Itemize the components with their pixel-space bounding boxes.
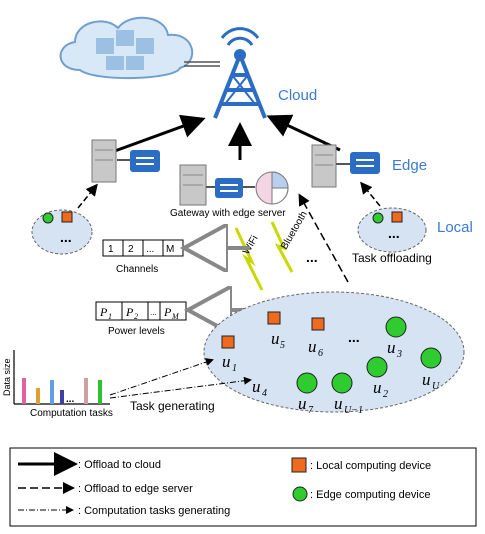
left-router-icon (130, 150, 160, 172)
legend-offload-edge: : Offload to edge server (78, 483, 193, 495)
task-gen-arrow-1 (109, 358, 214, 396)
svg-text:P: P (125, 305, 134, 319)
svg-text:u: u (422, 370, 431, 389)
wifi-label: WiFi (241, 234, 261, 257)
svg-text:U−1: U−1 (344, 405, 363, 416)
task-generating-label: Task generating (130, 399, 215, 413)
svg-text:P: P (99, 305, 108, 319)
pie-chart-icon (255, 171, 289, 205)
svg-text:...: ... (306, 249, 318, 265)
svg-text:...: ... (146, 244, 154, 255)
arrow-left-to-cloud (111, 114, 206, 154)
svg-text:M: M (166, 244, 174, 255)
local-label: Local (437, 219, 473, 236)
user-cluster: u 5 u 6 ... u 3 u 1 u 4 u U u 2 u 7 u U−… (203, 291, 465, 416)
gateway-label: Gateway with edge server (170, 208, 286, 219)
device-u5 (267, 311, 281, 325)
legend-computation: : Computation tasks generating (78, 505, 230, 517)
power-levels-label: Power levels (108, 326, 165, 337)
svg-text:M: M (171, 312, 180, 321)
svg-text:u: u (308, 337, 317, 356)
device-u2 (366, 356, 388, 378)
svg-text:2: 2 (134, 312, 138, 321)
right-server-icon (311, 144, 337, 188)
left-server-icon (91, 139, 117, 183)
svg-text:2: 2 (383, 389, 388, 400)
svg-text:...: ... (150, 308, 157, 317)
svg-text:u: u (222, 352, 231, 371)
svg-text:6: 6 (318, 348, 323, 359)
device-uU-1 (331, 372, 353, 394)
task-gen-arrow-2 (109, 376, 252, 399)
task-offloading-arrow (298, 193, 349, 283)
arrow-left-local-to-edge (77, 183, 98, 209)
center-router-icon (215, 178, 243, 198)
cloud-icon (59, 16, 194, 80)
device-u6 (311, 317, 325, 331)
svg-text:u: u (334, 394, 343, 413)
svg-text:7: 7 (308, 405, 314, 416)
device-uU (420, 347, 442, 369)
svg-text:u: u (271, 329, 280, 348)
data-size-label: Data size (2, 358, 12, 396)
svg-text:...: ... (348, 329, 360, 345)
svg-text:4: 4 (262, 388, 267, 399)
channels-label: Channels (116, 264, 158, 275)
cloud-link (184, 61, 220, 67)
edge-label: Edge (392, 157, 427, 174)
svg-text:U: U (432, 381, 440, 392)
svg-text:u: u (298, 394, 307, 413)
svg-text:1: 1 (108, 244, 114, 255)
legend: : Offload to cloud : Offload to edge ser… (9, 447, 477, 527)
task-offloading-label: Task offloading (352, 251, 432, 265)
svg-text:5: 5 (280, 340, 285, 351)
right-local-cluster: ... (357, 207, 427, 253)
legend-offload-cloud: : Offload to cloud (78, 459, 161, 471)
svg-text:2: 2 (128, 244, 134, 255)
channels-box: 1 2 ... M (102, 239, 184, 257)
right-router-icon (350, 152, 380, 174)
legend-local-device: : Local computing device (310, 460, 431, 472)
svg-text:...: ... (66, 394, 75, 405)
left-local-cluster: ... (31, 209, 93, 255)
legend-edge-device: : Edge computing device (310, 489, 430, 501)
device-u1 (221, 335, 235, 349)
center-server-icon (179, 164, 207, 206)
computation-tasks-label: Computation tasks (30, 408, 113, 419)
device-u7 (296, 372, 318, 394)
svg-text:u: u (252, 377, 261, 396)
task-histogram: ... (13, 350, 110, 405)
svg-text:...: ... (60, 229, 72, 245)
wifi-link: WiFi (234, 227, 264, 291)
svg-text:1: 1 (232, 363, 237, 374)
power-levels-box: P 1 P 2 ... P M (95, 301, 187, 321)
tower-icon (213, 27, 267, 119)
svg-text:u: u (387, 338, 396, 357)
device-u3 (385, 316, 407, 338)
svg-text:u: u (373, 378, 382, 397)
svg-text:P: P (163, 305, 172, 319)
svg-text:...: ... (388, 225, 400, 241)
cloud-label: Cloud (278, 87, 317, 104)
arrow-right-local-to-edge (360, 181, 381, 207)
svg-text:3: 3 (396, 349, 402, 360)
legend-local-icon (291, 457, 307, 473)
svg-text:1: 1 (108, 312, 112, 321)
legend-edge-icon (292, 486, 308, 502)
